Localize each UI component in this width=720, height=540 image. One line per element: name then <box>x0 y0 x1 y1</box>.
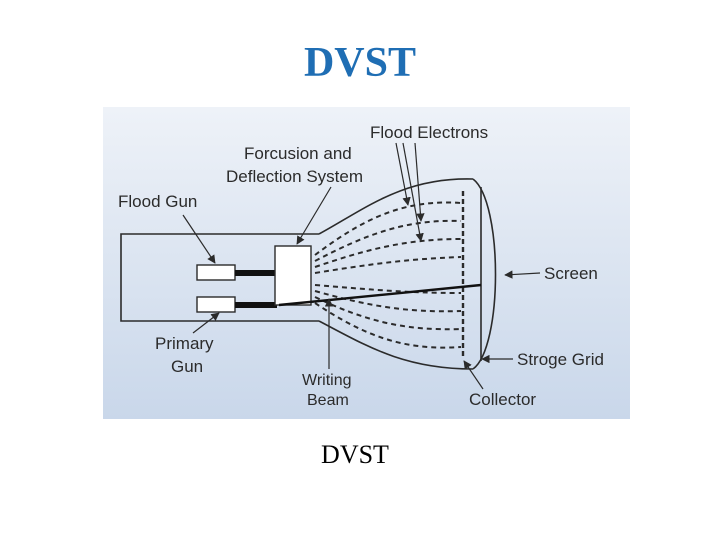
arrow-screen <box>504 270 541 279</box>
arrow-focusion <box>296 186 332 245</box>
label-writing-line2: Beam <box>307 392 349 409</box>
arrow-flood-electrons-1 <box>395 142 411 206</box>
label-primary-line1: Primary <box>155 334 214 353</box>
flood-gun-block <box>196 264 236 281</box>
diagram-background <box>103 107 630 419</box>
label-storage-grid: Stroge Grid <box>517 350 604 369</box>
arrow-collector <box>463 360 484 390</box>
writing-beam <box>278 283 482 307</box>
slide-caption: DVST <box>321 440 389 469</box>
arrow-flood-electrons-2 <box>402 142 424 242</box>
label-focusion-line2: Deflection System <box>226 167 363 186</box>
label-flood-electrons: Flood Electrons <box>370 123 488 142</box>
focusing-deflection-block <box>274 245 312 306</box>
label-flood-gun: Flood Gun <box>118 192 197 211</box>
tube-outline <box>120 178 497 370</box>
slide-title: DVST <box>303 40 417 86</box>
label-focusion-line1: Forcusion and <box>244 144 352 163</box>
label-collector: Collector <box>469 390 536 409</box>
label-primary-line2: Gun <box>171 357 203 376</box>
dvst-diagram: Flood Electrons Forcusion and Deflection… <box>103 107 630 419</box>
label-writing-line1: Writing <box>302 372 352 389</box>
flood-electron-paths <box>314 201 462 349</box>
primary-gun-block <box>196 296 236 313</box>
arrow-primary-gun <box>192 312 220 334</box>
label-screen: Screen <box>544 264 598 283</box>
arrow-flood-electrons-3 <box>414 142 425 222</box>
arrow-flood-gun <box>182 214 216 264</box>
